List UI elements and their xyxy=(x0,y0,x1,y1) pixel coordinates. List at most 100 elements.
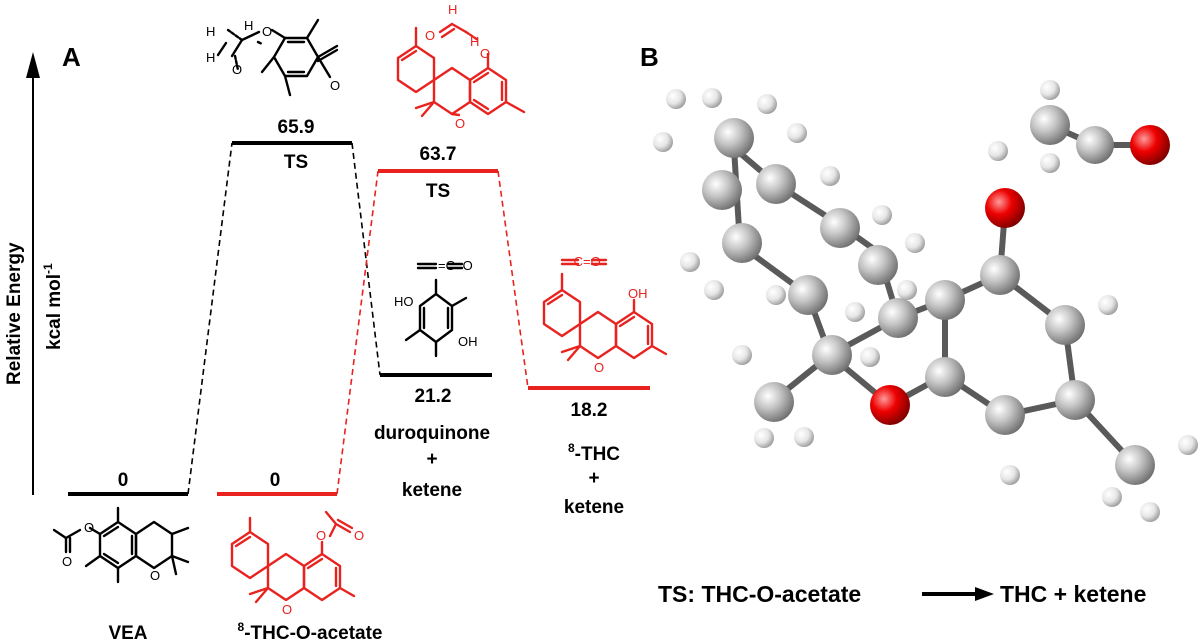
atom-o-1: O xyxy=(262,24,272,39)
y-axis-arrow-icon xyxy=(26,52,40,78)
atom-h xyxy=(1040,153,1060,173)
atom-o-vea-2: O xyxy=(62,554,72,569)
atom-h xyxy=(794,427,814,447)
atom-o-red-3: O xyxy=(455,116,465,131)
atom-h-3: H xyxy=(244,18,253,33)
atom-h xyxy=(653,132,673,152)
name-ts-black: TS xyxy=(284,152,308,173)
structure-ts-red xyxy=(398,24,524,116)
atom-o-thc: O xyxy=(594,360,604,375)
energy-vea: 0 xyxy=(118,470,129,491)
atom-h xyxy=(666,89,686,109)
structure-ts-black xyxy=(218,20,337,95)
name-duro-1: duroquinone xyxy=(374,423,490,444)
energy-ts-red: 63.7 xyxy=(420,144,457,165)
connector-ts-thc xyxy=(498,171,528,388)
atom-o-vea-1: O xyxy=(84,520,94,535)
atom-c xyxy=(812,335,852,375)
atom-h xyxy=(860,347,880,367)
atom-h xyxy=(766,285,786,305)
atom-h xyxy=(1040,80,1060,100)
atom-h xyxy=(897,280,917,300)
atom-h xyxy=(787,123,807,143)
atom-h xyxy=(1178,435,1198,455)
atom-h xyxy=(988,141,1008,161)
atom-c xyxy=(756,164,796,204)
atom-h xyxy=(732,345,752,365)
structure-thc-acetate xyxy=(232,512,354,602)
atom-oh-red: OH xyxy=(628,286,648,301)
atom-ho: HO xyxy=(394,294,414,309)
atom-c xyxy=(878,298,918,338)
panel-a: A Relative Energy kcal mol-1 0 65.9 21.2… xyxy=(4,2,666,642)
atom-h xyxy=(704,280,724,300)
name-duro-3: ketene xyxy=(402,480,462,501)
caption-left: TS: THC-O-acetate xyxy=(658,581,861,607)
atom-o-thcac-3: O xyxy=(282,602,292,617)
structure-duroquinone xyxy=(406,264,466,356)
atom-ketene-red: =C=O xyxy=(566,254,601,269)
y-axis-title: Relative Energy xyxy=(4,242,25,385)
atom-h xyxy=(1098,295,1118,315)
energy-ts-black: 65.9 xyxy=(278,117,315,138)
atom-h-2: H xyxy=(206,50,215,65)
energy-thc-acetate: 0 xyxy=(270,470,281,491)
panel-b: B xyxy=(640,42,1198,607)
atom-h xyxy=(905,233,925,253)
connector-thcac-ts xyxy=(337,171,378,494)
y-axis-unit: kcal mol-1 xyxy=(41,263,65,350)
atom-h xyxy=(820,166,840,186)
atom-h xyxy=(754,428,774,448)
energy-duro: 21.2 xyxy=(415,386,452,407)
atom-o-red-2: O xyxy=(425,28,435,43)
atom-h xyxy=(872,205,892,225)
atom-c xyxy=(985,395,1025,435)
atom-c xyxy=(1045,305,1085,345)
atom-c xyxy=(722,223,762,263)
atom-c xyxy=(1076,126,1114,164)
atom-h xyxy=(1000,465,1020,485)
y-axis-title-line1: Relative Energy xyxy=(4,242,25,385)
atom-h-1: H xyxy=(206,24,215,39)
atom-c xyxy=(925,357,965,397)
caption-right: THC + ketene xyxy=(1000,581,1146,607)
atom-o-vea-3: O xyxy=(150,568,160,583)
atom-c xyxy=(1030,105,1070,145)
name-thc-3: ketene xyxy=(564,497,624,518)
atom-c xyxy=(925,280,965,320)
atom-c xyxy=(1055,380,1095,420)
atom-h xyxy=(702,88,722,108)
atom-o-thcac-2: O xyxy=(354,528,364,543)
atom-h xyxy=(1140,502,1160,522)
atom-o-2: O xyxy=(232,62,242,77)
atom-h xyxy=(845,302,865,322)
atom-o xyxy=(985,188,1025,228)
energy-thc: 18.2 xyxy=(571,400,608,421)
atom-h xyxy=(680,252,700,272)
name-thc-acetate: 8-THC-O-acetate xyxy=(238,620,383,642)
atom-c xyxy=(858,245,898,285)
atom-c xyxy=(820,208,860,248)
connector-vea-ts xyxy=(188,143,232,494)
atom-h xyxy=(1102,487,1122,507)
atom-o-3: O xyxy=(330,78,340,93)
atom-c xyxy=(754,382,794,422)
name-vea: VEA xyxy=(108,623,147,642)
atom-h-red-1: H xyxy=(448,2,457,17)
structure-thc xyxy=(544,260,666,360)
atom-c xyxy=(980,255,1020,295)
name-thc-text: -THC xyxy=(575,444,621,465)
atom-o-thcac-1: O xyxy=(316,528,326,543)
atom-c xyxy=(714,118,754,158)
atom-oh: OH xyxy=(458,334,478,349)
atom-o xyxy=(870,385,910,425)
y-axis-unit-text: kcal mol xyxy=(44,274,65,350)
name-thc-acetate-text: -THC-O-acetate xyxy=(244,623,382,642)
name-ts-red: TS xyxy=(426,181,450,202)
atom-ketene-c: =C=O xyxy=(438,258,473,273)
name-thc-2: + xyxy=(588,468,599,489)
y-axis-unit-sup: -1 xyxy=(41,263,55,274)
name-duro-2: + xyxy=(426,449,437,470)
caption-arrow-icon xyxy=(975,587,994,601)
